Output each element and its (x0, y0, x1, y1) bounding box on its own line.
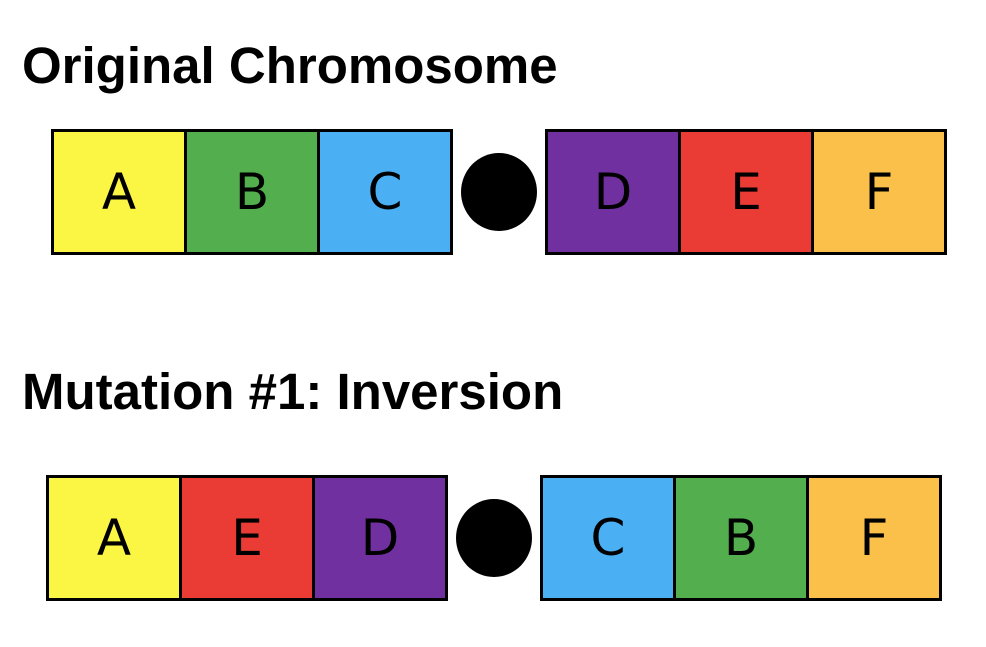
gene-segment: D (315, 478, 445, 598)
original-chromosome: A B C D E F (51, 129, 947, 255)
gene-segment: F (809, 478, 939, 598)
gene-segment: C (543, 478, 676, 598)
gene-segment: A (49, 478, 182, 598)
gene-segment: A (54, 132, 187, 252)
gene-segment: E (681, 132, 814, 252)
gene-segment: D (548, 132, 681, 252)
gene-segment: B (676, 478, 809, 598)
gene-segment: C (320, 132, 450, 252)
gene-segment: B (187, 132, 320, 252)
centromere (456, 499, 532, 577)
original-right-arm: D E F (545, 129, 947, 255)
gene-segment: F (814, 132, 944, 252)
mutation-title: Mutation #1: Inversion (22, 363, 564, 420)
centromere (461, 153, 537, 231)
mutated-right-arm: C B F (540, 475, 942, 601)
original-left-arm: A B C (51, 129, 453, 255)
mutated-chromosome: A E D C B F (46, 475, 942, 601)
gene-segment: E (182, 478, 315, 598)
mutated-left-arm: A E D (46, 475, 448, 601)
original-chromosome-title: Original Chromosome (22, 37, 558, 94)
